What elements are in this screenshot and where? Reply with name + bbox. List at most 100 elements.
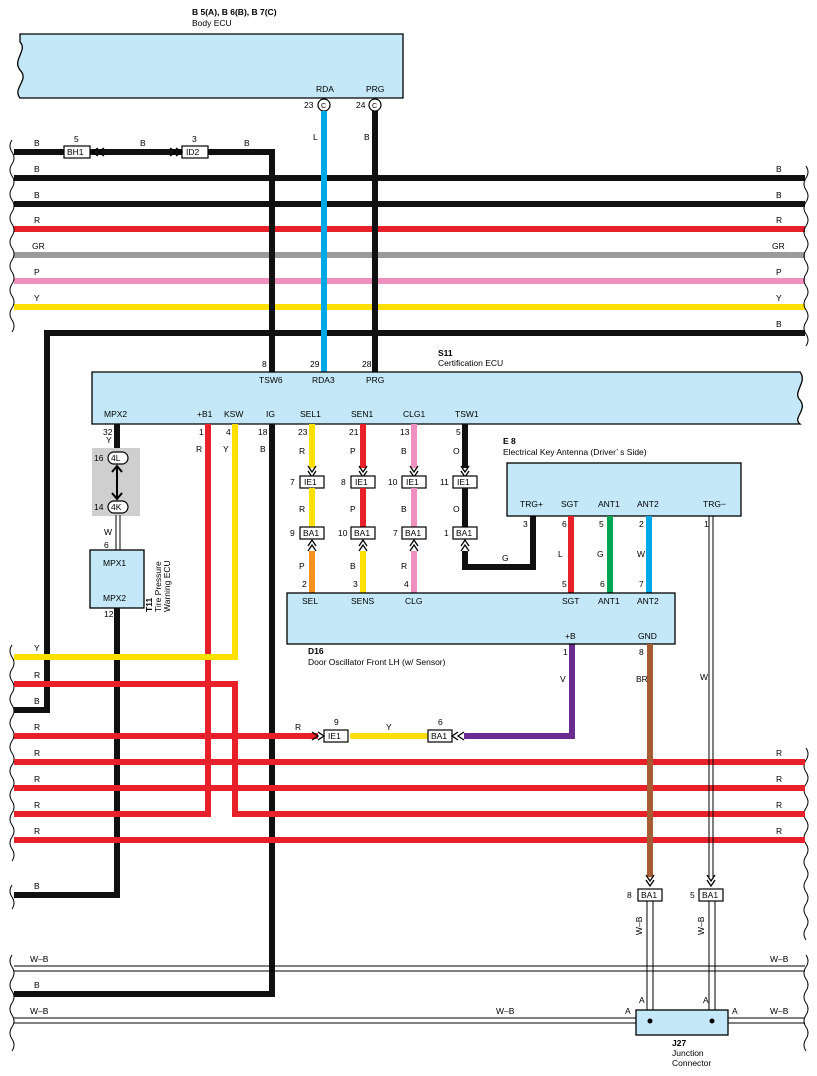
svg-text:P: P [299,561,305,571]
svg-text:KSW: KSW [224,409,243,419]
svg-text:B: B [401,504,407,514]
body-pin-num-23: 23 [304,100,314,110]
column-labels-low: P B R G [299,553,509,571]
svg-text:10: 10 [388,477,398,487]
connector-id2-label: ID2 [186,147,200,157]
tpms-label: T11 Tire Pressure Warning ECU [144,560,172,612]
connector-ba1-8-num: 8 [627,890,632,900]
svg-text:IE1: IE1 [457,477,470,487]
svg-text:9: 9 [290,528,295,538]
svg-text:GR: GR [772,241,785,251]
wire-label-y-ksw: Y [223,444,229,454]
wire-ig [14,424,275,997]
junction-dot [709,1018,715,1024]
svg-text:+B: +B [565,631,576,641]
svg-text:L: L [558,549,563,559]
svg-text:4: 4 [226,427,231,437]
svg-text:Y: Y [34,293,40,303]
svg-text:Warning ECU: Warning ECU [162,560,172,612]
connector-bh1-num: 5 [74,134,79,144]
column-labels-top: R P B O [299,446,460,456]
cert-ecu-name: Certification ECU [438,358,503,368]
body-ecu-name: Body ECU [192,18,232,28]
wire-ksw [14,424,238,660]
svg-text:W–B: W–B [634,916,644,935]
antenna-box [506,462,742,517]
svg-text:IE1: IE1 [304,477,317,487]
chevrons-junction [645,874,716,888]
svg-text:3: 3 [353,579,358,589]
svg-text:A: A [639,995,645,1005]
body-pin-rda: RDA [316,84,334,94]
svg-text:R: R [401,561,407,571]
svg-text:TSW6: TSW6 [259,375,283,385]
connector-id2-num: 3 [192,134,197,144]
cert-ecu-code: S11 [438,348,453,358]
wire-label-l: L [313,132,318,142]
svg-text:ANT2: ANT2 [637,499,659,509]
svg-text:21: 21 [349,427,359,437]
wire-label-r-b1: R [196,444,202,454]
cert-top-pins: 8 29 28 TSW6 RDA3 PRG [259,359,384,385]
svg-text:1: 1 [199,427,204,437]
svg-text:R: R [776,800,782,810]
svg-text:W–B: W–B [30,1006,49,1016]
svg-text:Y: Y [34,643,40,653]
cert-bottom-pins: MPX2 +B1 KSW IG SEL1 SEN1 CLG1 TSW1 32 1… [103,409,479,437]
ground-bus-1 [14,965,805,972]
svg-text:W–B: W–B [696,916,706,935]
svg-text:P: P [350,504,356,514]
svg-text:A: A [732,1006,738,1016]
junction-dot [647,1018,653,1024]
svg-text:4: 4 [404,579,409,589]
svg-text:P: P [350,446,356,456]
connector-ba1-5-label: BA1 [702,890,718,900]
wire-b-trg [462,516,536,570]
wire-b1 [14,424,211,817]
svg-text:1: 1 [444,528,449,538]
inline-4k-num: 14 [94,502,104,512]
chevron-icon [169,147,184,157]
connector-ba1-5 [698,888,724,902]
svg-text:B: B [34,980,40,990]
chevron-icon [450,731,465,741]
wire-w-trg [708,516,714,877]
svg-text:8: 8 [262,359,267,369]
body-ecu-box [17,33,404,99]
svg-text:29: 29 [310,359,320,369]
svg-text:ANT1: ANT1 [598,596,620,606]
wire-label-y-mid: Y [386,722,392,732]
svg-text:R: R [34,670,40,680]
svg-text:13: 13 [400,427,410,437]
connector-ie1-9-num: 9 [334,717,339,727]
svg-text:7: 7 [639,579,644,589]
svg-text:TRG−: TRG− [703,499,726,509]
svg-text:SENS: SENS [351,596,374,606]
antenna-code: E 8 [503,436,516,446]
connector-ba1-8-label: BA1 [641,890,657,900]
tpms-pin-12: 12 [104,609,114,619]
body-conn-c1: C [321,103,326,110]
svg-text:GR: GR [32,241,45,251]
svg-text:11: 11 [440,477,449,487]
top-bus [14,149,805,713]
break-marks-right [803,165,809,1052]
inline-connector-4k [107,500,129,514]
break-marks-left [9,139,15,1052]
tpms-pin-6: 6 [104,540,109,550]
svg-text:R: R [34,748,40,758]
inline-4l-num: 16 [94,453,104,463]
wire-label-br: BR [636,674,648,684]
antenna-wire-labels: L G W W [558,549,708,682]
svg-text:SGT: SGT [561,499,578,509]
svg-text:6: 6 [562,519,567,529]
body-ecu-code: B 5(A), B 6(B), B 7(C) [192,7,277,17]
svg-text:10: 10 [338,528,348,538]
svg-text:B: B [401,446,407,456]
svg-text:SEN1: SEN1 [351,409,373,419]
svg-text:G: G [502,553,509,563]
svg-text:2: 2 [302,579,307,589]
chevron-icon [90,147,105,157]
svg-text:6: 6 [600,579,605,589]
svg-text:R: R [34,826,40,836]
